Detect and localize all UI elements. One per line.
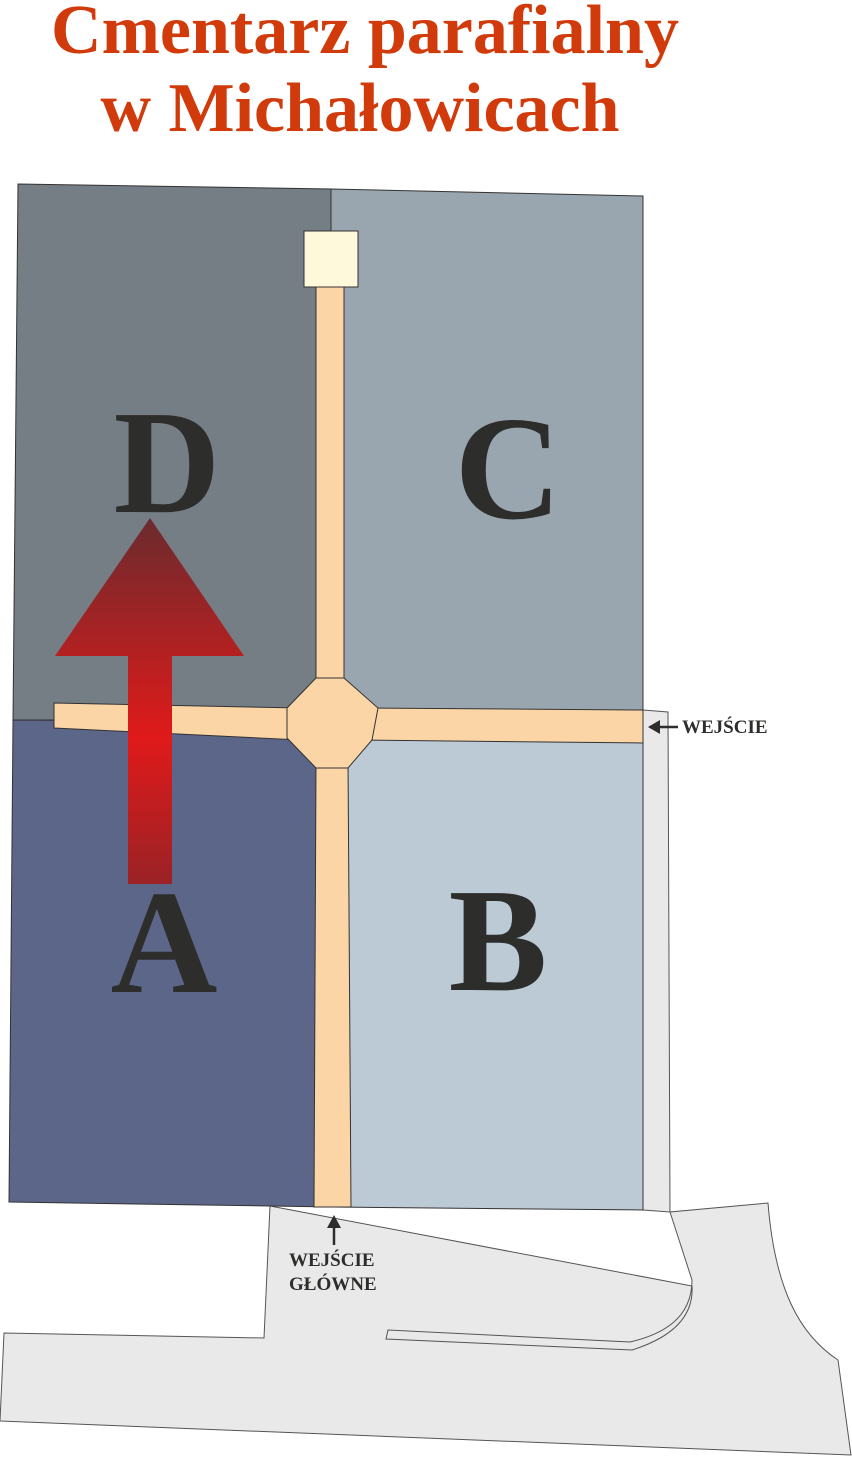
map-title-line2: w Michałowicach	[100, 70, 620, 147]
main-entrance-label-line1: WEJŚCIE	[289, 1249, 375, 1271]
section-b-label: B	[449, 859, 548, 1023]
alleys	[53, 286, 644, 1208]
section-d-label: D	[114, 381, 221, 545]
side-strip	[642, 709, 671, 1213]
section-c-label: C	[455, 387, 562, 551]
main-entrance-label-line2: GŁÓWNE	[289, 1273, 377, 1295]
map-title-line1: Cmentarz parafialny	[51, 0, 679, 69]
direction-arrow-icon	[55, 518, 244, 884]
section-a-label: A	[111, 861, 218, 1025]
side-entrance-label: WEJŚCIE	[682, 716, 768, 738]
main-entrance-arrow-icon	[327, 1215, 341, 1245]
side-entrance-arrow-icon	[648, 720, 678, 734]
chapel	[303, 230, 359, 288]
parking-area	[0, 1202, 852, 1456]
